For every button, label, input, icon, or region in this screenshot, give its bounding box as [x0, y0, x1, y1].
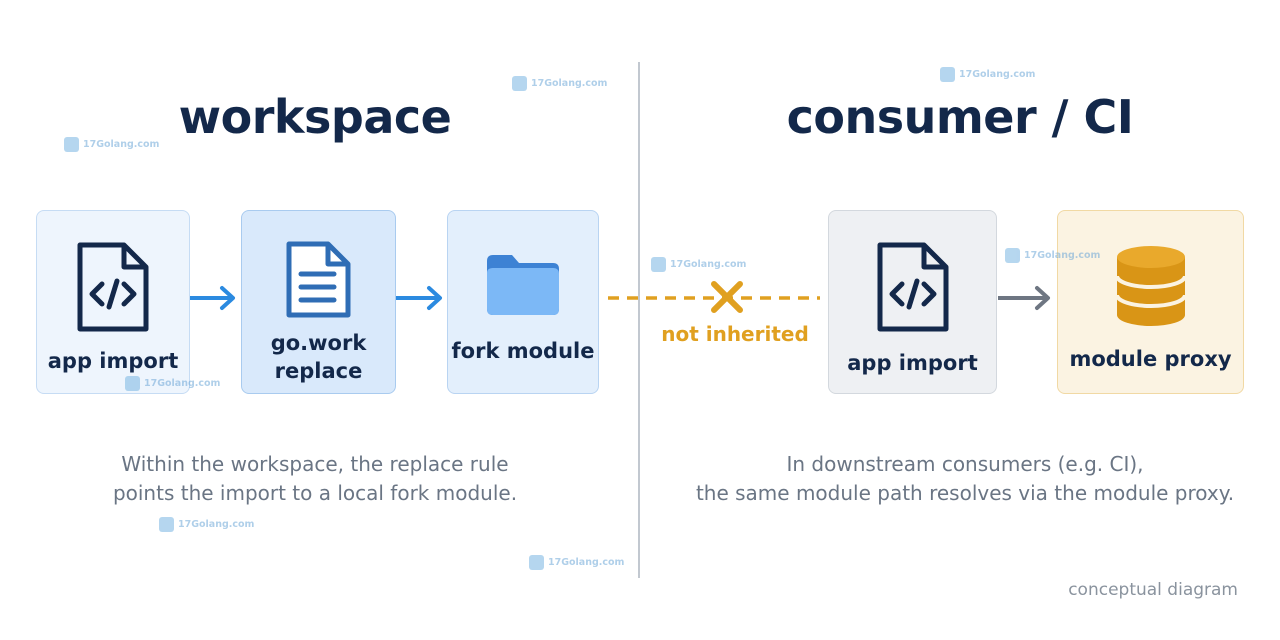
arrow-gowork-to-fork: [396, 286, 442, 310]
consumer-caption: In downstream consumers (e.g. CI), the s…: [695, 452, 1235, 505]
code-file-icon: [76, 241, 150, 337]
watermark-logo-icon: [1005, 248, 1020, 263]
watermark-logo-icon: [125, 376, 140, 391]
not-inherited-label: not inherited: [661, 322, 809, 346]
fork-module-label: fork module: [451, 339, 595, 363]
watermark-logo-icon: [940, 67, 955, 82]
document-icon: [284, 241, 354, 323]
workspace-title: workspace: [178, 90, 452, 144]
module-proxy-box: module proxy: [1057, 210, 1244, 394]
section-divider: [638, 62, 640, 578]
cross-icon: [711, 281, 743, 313]
app-import-box-workspace: app import: [36, 210, 190, 394]
fork-module-box: fork module: [447, 210, 599, 394]
code-file-icon: [876, 241, 950, 337]
arrow-import-to-proxy: [998, 286, 1050, 310]
watermark-logo-icon: [529, 555, 544, 570]
app-import-label: app import: [47, 349, 179, 373]
watermark-logo-icon: [159, 517, 174, 532]
watermark: 17Golang.com: [512, 76, 607, 91]
watermark-logo-icon: [512, 76, 527, 91]
go-work-replace-box: go.work replace: [241, 210, 396, 394]
watermark: 17Golang.com: [529, 555, 624, 570]
app-import-label: app import: [847, 351, 978, 375]
watermark-logo-icon: [64, 137, 79, 152]
app-import-box-consumer: app import: [828, 210, 997, 394]
watermark: 17Golang.com: [64, 137, 159, 152]
workspace-caption: Within the workspace, the replace rule p…: [112, 452, 518, 505]
go-work-replace-label: go.work replace: [270, 331, 367, 383]
diagram-footnote: conceptual diagram: [1068, 580, 1238, 600]
watermark: 17Golang.com: [159, 517, 254, 532]
watermark: 17Golang.com: [651, 257, 746, 272]
module-proxy-label: module proxy: [1069, 347, 1232, 371]
watermark-logo-icon: [651, 257, 666, 272]
watermark: 17Golang.com: [940, 67, 1035, 82]
folder-icon: [484, 251, 562, 321]
consumer-ci-title: consumer / CI: [786, 90, 1134, 144]
watermark: 17Golang.com: [1005, 248, 1100, 263]
arrow-app-to-gowork: [190, 286, 235, 310]
watermark: 17Golang.com: [125, 376, 220, 391]
database-icon: [1114, 243, 1188, 333]
